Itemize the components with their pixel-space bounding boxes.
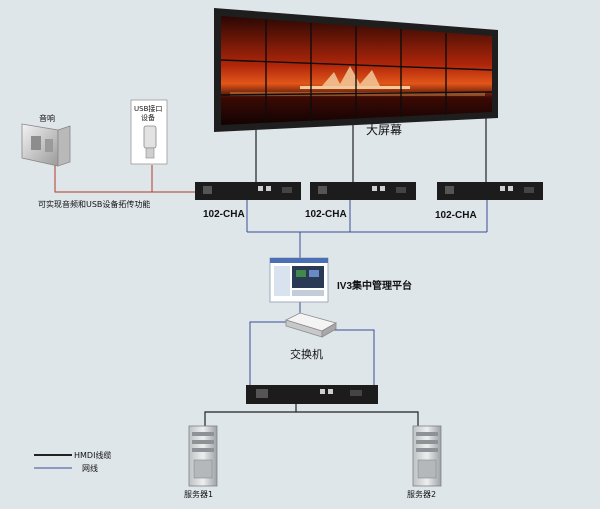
cha-box-2-label: 102-CHA (305, 209, 347, 220)
server-1-label: 服务器1 (184, 489, 213, 499)
server-2-label: 服务器2 (407, 489, 436, 499)
usb-device-icon (130, 99, 168, 165)
usb-note-label: 可实现音频和USB设备拓传功能 (38, 199, 150, 209)
speaker-icon (21, 123, 71, 167)
cha-box-1-label: 102-CHA (203, 209, 245, 220)
switch-label: 交换机 (290, 347, 323, 361)
cha-box-1 (195, 182, 301, 200)
switch-icon (284, 312, 338, 338)
platform-label: IV3集中管理平台 (337, 279, 412, 292)
server-1-icon (188, 425, 218, 487)
cha-box-3-label: 102-CHA (435, 210, 477, 221)
legend-hdmi-label: HMDI线缆 (74, 450, 111, 460)
legend-network-label: 网线 (82, 463, 98, 473)
server-2-icon (412, 425, 442, 487)
cha-box-2 (310, 182, 416, 200)
speaker-label: 音响 (39, 113, 55, 123)
legend: HMDI线缆 网线 (34, 450, 111, 473)
screen-label: 大屏幕 (366, 123, 402, 137)
usb-audio-lines (54, 165, 195, 193)
platform-screenshot (269, 257, 329, 303)
usb-device-label-line2: 设备 (141, 113, 155, 122)
network-lines (246, 200, 488, 386)
hdmi-lines (204, 114, 487, 428)
usb-device-label-line1: USB接口 (134, 104, 162, 113)
cha-box-3 (437, 182, 543, 200)
cha-box-bottom (246, 385, 378, 404)
video-wall (214, 8, 498, 132)
